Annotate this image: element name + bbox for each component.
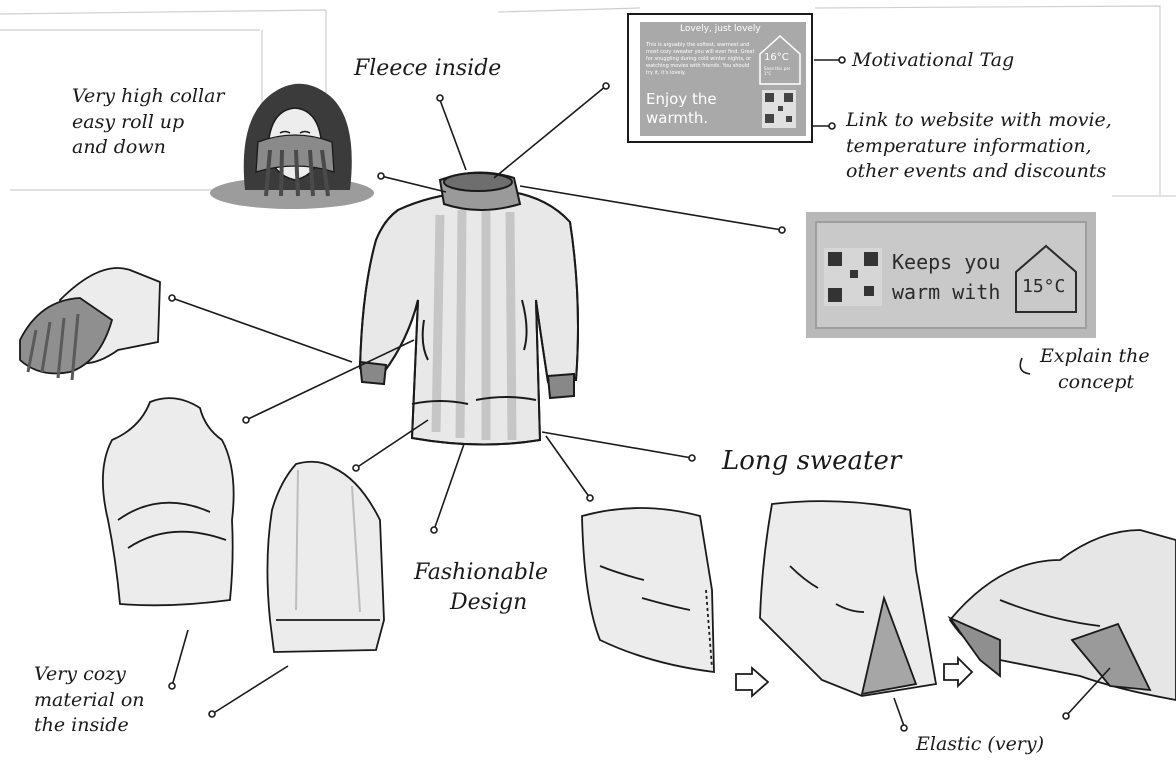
fabric-label-line-1: Keeps you: [892, 250, 1000, 274]
collar-portrait-illustration: [210, 84, 374, 209]
tag-card-body: This is arguably the softest, warmest an…: [646, 42, 756, 77]
fashionable-design-annotation: Fashionable Design: [414, 558, 548, 617]
collar-line-1: Very high collar: [72, 84, 224, 110]
hem-closed-illustration: [582, 508, 714, 672]
elastic-annotation: Elastic (very): [916, 732, 1044, 758]
hem-open-illustration: [760, 501, 936, 696]
tag-card-title: Lovely, just lovely: [680, 24, 761, 34]
collar-line-3: and down: [72, 135, 224, 161]
explain-concept-annotation: Explain the concept: [1040, 344, 1150, 395]
tag-headline-line-1: Enjoy the: [646, 90, 717, 109]
sleeve-cuff-illustration: [20, 268, 160, 380]
tag-headline-line-2: warmth.: [646, 109, 717, 128]
cozy-line-2: material on: [34, 688, 145, 714]
cozy-material-annotation: Very cozy material on the inside: [34, 662, 145, 739]
hug-sweater-illustration: [103, 398, 234, 605]
link-line-2: temperature information,: [846, 134, 1112, 160]
collar-line-2: easy roll up: [72, 110, 224, 136]
tag-card-temperature: 16°C: [764, 52, 789, 63]
motivational-tag-annotation: Motivational Tag: [852, 48, 1014, 74]
explain-line-1: Explain the: [1040, 344, 1150, 370]
collar-annotation: Very high collar easy roll up and down: [72, 84, 224, 161]
fleece-inside-annotation: Fleece inside: [354, 54, 501, 84]
fabric-label-line-2: warm with: [892, 280, 1000, 304]
website-link-annotation: Link to website with movie, temperature …: [846, 108, 1112, 185]
fashionable-line-2: Design: [414, 588, 548, 618]
fabric-temperature-label: [806, 212, 1096, 338]
back-sweater-illustration: [267, 462, 384, 652]
link-line-1: Link to website with movie,: [846, 108, 1112, 134]
tag-card-headline: Enjoy the warmth.: [646, 90, 717, 128]
link-line-3: other events and discounts: [846, 159, 1112, 185]
main-sweater-illustration: [360, 172, 578, 444]
fashionable-line-1: Fashionable: [414, 558, 548, 588]
cozy-line-3: the inside: [34, 713, 145, 739]
cozy-line-1: Very cozy: [34, 662, 145, 688]
hem-stretched-illustration: [950, 530, 1176, 700]
explain-line-2: concept: [1040, 370, 1150, 396]
long-sweater-annotation: Long sweater: [722, 444, 901, 479]
fabric-label-temperature: 15°C: [1022, 276, 1065, 297]
tag-card-temperature-note: Save this per 1°C: [764, 66, 798, 76]
